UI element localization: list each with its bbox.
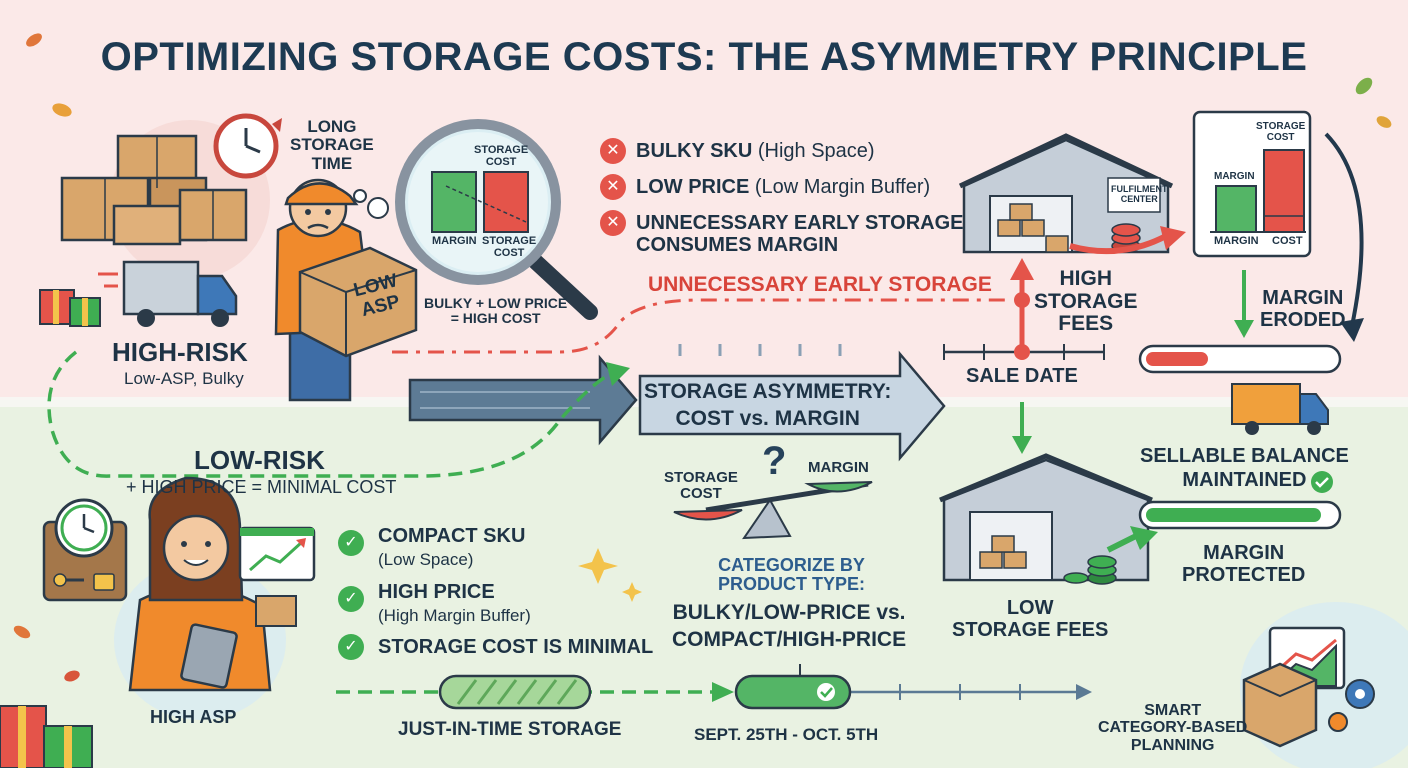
high-risk-point-bulky: BULKY SKU (High Space) (636, 140, 875, 162)
chart-margin-label: MARGIN (1214, 171, 1255, 182)
cross-icon: ✕ (600, 138, 626, 164)
just-in-time-storage-label: JUST-IN-TIME STORAGE (398, 719, 622, 740)
high-risk-heading: HIGH-RISK (112, 337, 248, 367)
margin-eroded-progress-bar (1138, 344, 1342, 374)
high-risk-subtitle: Low-ASP, Bulky (124, 369, 244, 388)
question-mark: ? (762, 439, 787, 483)
sparkle-icons (578, 548, 642, 602)
magnifier-margin-label: MARGIN (432, 235, 477, 247)
stacked-boxes-illustration (60, 120, 270, 280)
clock-icon (213, 113, 282, 179)
unnecessary-early-storage-label: UNNECESSARY EARLY STORAGE (648, 273, 992, 296)
magnifier-storage-cost-label: STORAGE COST (474, 144, 529, 168)
low-risk-heading: LOW-RISK (194, 445, 325, 475)
asymmetry-arrows (408, 350, 946, 462)
smiling-woman-illustration (114, 476, 297, 720)
sellable-balance-progress-bar (1138, 500, 1342, 530)
balance-scale-illustration (673, 481, 873, 540)
high-risk-path (392, 258, 1105, 454)
low-asp-box (298, 246, 418, 358)
truck-icon (98, 260, 238, 327)
chart-x-cost-label: COST (1272, 235, 1303, 247)
cross-icon: ✕ (600, 174, 626, 200)
scale-margin-label: MARGIN (808, 459, 869, 476)
leaf-decorations (13, 33, 1392, 682)
check-icon: ✓ (338, 530, 364, 556)
growth-chart-icon (238, 526, 316, 582)
low-risk-point-compact: COMPACT SKU(Low Space) (378, 525, 526, 569)
check-icon: ✓ (338, 634, 364, 660)
bulky-low-price-note: BULKY + LOW PRICE= HIGH COST (424, 295, 568, 327)
margin-vs-cost-chart (1192, 110, 1364, 342)
low-risk-subtitle: + HIGH PRICE = MINIMAL COST (126, 477, 397, 497)
low-fees-warehouse (939, 453, 1158, 585)
check-badge-icon (1311, 471, 1333, 493)
high-asp-label: HIGH ASP (150, 707, 237, 727)
page-title: OPTIMIZING STORAGE COSTS: THE ASYMMETRY … (100, 35, 1308, 79)
sale-date-label: SALE DATE (966, 365, 1078, 387)
gift-box-decoration (0, 705, 93, 768)
high-risk-point-low-price: LOW PRICE (Low Margin Buffer) (636, 176, 931, 198)
cross-icon: ✕ (600, 210, 626, 236)
schedule-board-icon (42, 498, 128, 602)
gift-boxes-icon (39, 289, 101, 327)
chart-storage-cost-label: STORAGE COST (1256, 121, 1306, 143)
magnifier-storage-label: STORAGE COST (482, 235, 537, 259)
sale-dates-label: SEPT. 25TH - OCT. 5TH (694, 725, 879, 744)
low-risk-point-high-price: HIGH PRICE(High Margin Buffer) (378, 581, 531, 625)
low-risk-point-minimal-cost: STORAGE COST IS MINIMAL (378, 636, 654, 658)
low-risk-path (47, 350, 1092, 710)
smart-planning-illustration (1240, 602, 1408, 768)
magnifier-icon (395, 119, 598, 320)
check-icon: ✓ (338, 586, 364, 612)
delivery-truck-icon (1231, 383, 1329, 435)
storage-asymmetry-label: STORAGE ASYMMETRY:COST vs. MARGIN (644, 380, 892, 430)
chart-x-margin-label: MARGIN (1214, 235, 1259, 247)
fulfilment-center-warehouse (958, 133, 1186, 255)
category-types-label: BULKY/LOW-PRICE vs.COMPACT/HIGH-PRICE (672, 601, 907, 651)
